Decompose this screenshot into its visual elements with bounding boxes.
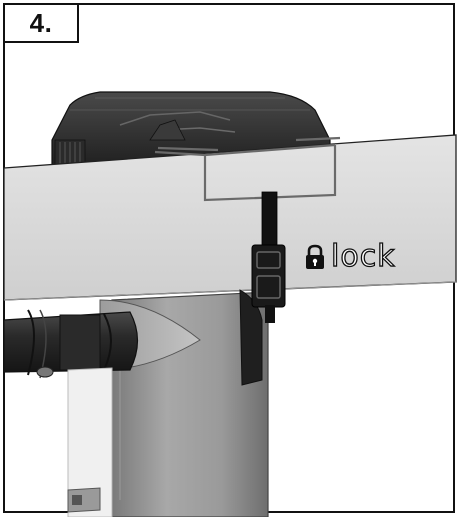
hose-connector — [3, 309, 139, 379]
padlock-icon — [306, 244, 324, 269]
lock-callout: lock — [304, 239, 396, 274]
step-number-box: 4. — [3, 3, 79, 43]
step-number: 4. — [29, 7, 53, 38]
metal-bracket — [154, 136, 341, 202]
strap-buckle — [251, 191, 286, 323]
lower-bracket — [67, 367, 113, 517]
mounting-board — [3, 134, 457, 301]
lock-label: lock — [330, 239, 396, 274]
